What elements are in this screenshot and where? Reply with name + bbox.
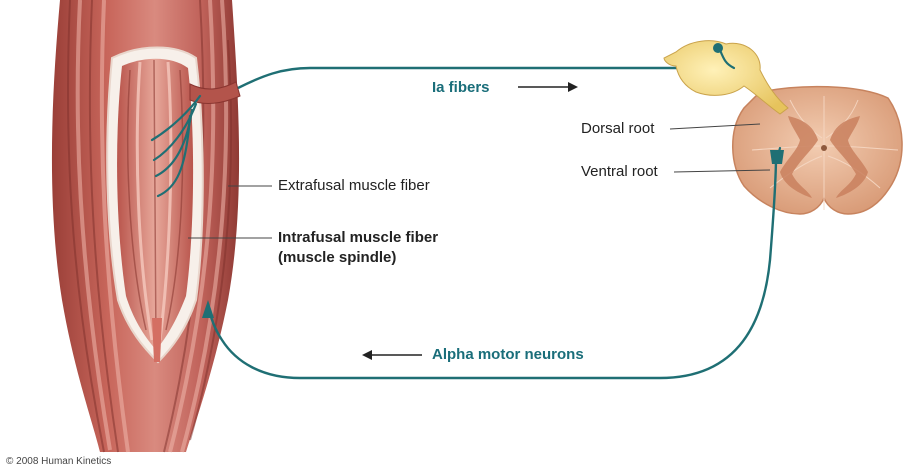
extrafusal-label: Extrafusal muscle fiber	[278, 177, 430, 194]
dorsal-root-ganglion	[664, 41, 788, 114]
spinal-cord	[733, 87, 902, 214]
leader-lines	[188, 124, 770, 238]
motor-neuron-soma	[770, 150, 784, 164]
dorsal-root-label: Dorsal root	[581, 120, 654, 137]
intrafusal-label-line2: (muscle spindle)	[278, 249, 396, 266]
alpha-direction-arrow	[362, 350, 422, 360]
ia-direction-arrow	[518, 82, 578, 92]
ia-fibers-label: Ia fibers	[432, 79, 490, 96]
alpha-motor-label: Alpha motor neurons	[432, 346, 584, 363]
intrafusal-label-line1: Intrafusal muscle fiber	[278, 229, 438, 246]
copyright-label: © 2008 Human Kinetics	[6, 456, 111, 468]
ventral-root-label: Ventral root	[581, 163, 658, 180]
sensory-cell-body	[713, 43, 723, 53]
